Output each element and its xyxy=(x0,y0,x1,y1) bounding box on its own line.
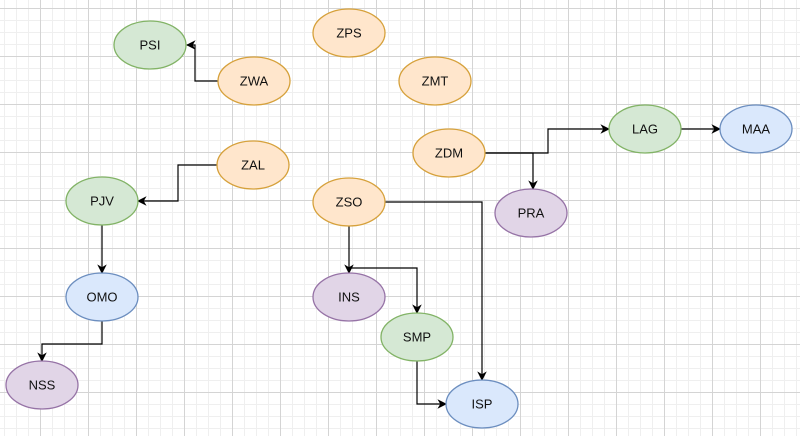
node-shape[interactable] xyxy=(217,56,291,106)
node-pjv[interactable]: PJV xyxy=(65,176,139,226)
node-label: SMP xyxy=(403,330,431,345)
node-shape[interactable] xyxy=(608,104,682,154)
node-shape[interactable] xyxy=(412,128,486,178)
node-pra[interactable]: PRA xyxy=(494,188,568,238)
node-label: OMO xyxy=(86,290,117,305)
edge-zdm-to-pra[interactable] xyxy=(485,152,538,190)
node-shape[interactable] xyxy=(719,104,793,154)
node-shape[interactable] xyxy=(398,56,472,106)
node-lag[interactable]: LAG xyxy=(608,104,682,154)
node-zwa[interactable]: ZWA xyxy=(217,56,291,106)
node-zdm[interactable]: ZDM xyxy=(412,128,486,178)
node-shape[interactable] xyxy=(65,272,139,322)
node-shape[interactable] xyxy=(380,312,454,362)
edge-zwa-to-psi[interactable] xyxy=(186,40,218,82)
node-label: ZPS xyxy=(336,26,362,41)
node-zmt[interactable]: ZMT xyxy=(398,56,472,106)
node-label: ZDM xyxy=(435,146,463,161)
node-label: PJV xyxy=(90,194,114,209)
node-shape[interactable] xyxy=(113,20,187,70)
node-label: ZMT xyxy=(422,74,449,89)
edge-zso-to-smp[interactable] xyxy=(349,267,422,314)
node-label: ZSO xyxy=(336,195,363,210)
node-ins[interactable]: INS xyxy=(312,272,386,322)
node-zps[interactable]: ZPS xyxy=(312,8,386,58)
node-label: ZWA xyxy=(240,74,269,89)
edge-smp-to-isp[interactable] xyxy=(416,361,447,409)
node-shape[interactable] xyxy=(312,272,386,322)
edge-zdm-to-lag[interactable] xyxy=(485,124,610,154)
edge-omo-to-nss[interactable] xyxy=(37,321,103,362)
node-shape[interactable] xyxy=(65,176,139,226)
node-shape[interactable] xyxy=(216,140,290,190)
edge-zso-to-isp[interactable] xyxy=(385,201,487,381)
node-label: MAA xyxy=(742,122,771,137)
node-label: PRA xyxy=(518,206,545,221)
node-label: LAG xyxy=(632,122,658,137)
node-shape[interactable] xyxy=(494,188,568,238)
node-isp[interactable]: ISP xyxy=(445,379,519,429)
node-smp[interactable]: SMP xyxy=(380,312,454,362)
node-omo[interactable]: OMO xyxy=(65,272,139,322)
node-shape[interactable] xyxy=(5,360,79,410)
node-label: NSS xyxy=(29,378,56,393)
node-shape[interactable] xyxy=(312,177,386,227)
node-label: ZAL xyxy=(241,158,265,173)
node-zal[interactable]: ZAL xyxy=(216,140,290,190)
node-psi[interactable]: PSI xyxy=(113,20,187,70)
node-zso[interactable]: ZSO xyxy=(312,177,386,227)
node-nss[interactable]: NSS xyxy=(5,360,79,410)
node-label: INS xyxy=(338,290,360,305)
edge-zal-to-pjv[interactable] xyxy=(137,164,217,206)
node-shape[interactable] xyxy=(445,379,519,429)
node-shape[interactable] xyxy=(312,8,386,58)
node-label: PSI xyxy=(140,38,161,53)
node-label: ISP xyxy=(472,397,493,412)
node-maa[interactable]: MAA xyxy=(719,104,793,154)
